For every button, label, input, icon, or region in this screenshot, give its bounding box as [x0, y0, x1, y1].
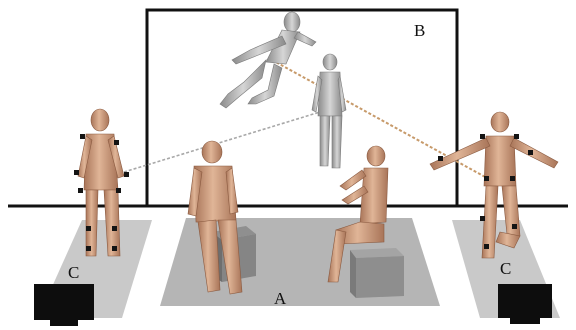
marker-icon [480, 134, 485, 139]
marker-icon [438, 156, 443, 161]
marker-icon [112, 246, 117, 251]
right-tpose-person [430, 112, 558, 258]
standing-avatar-figure [312, 54, 346, 168]
marker-icon [484, 176, 489, 181]
marker-icon [112, 226, 117, 231]
label-c-right: C [500, 259, 511, 278]
marker-icon [512, 224, 517, 229]
right-monitor-icon [498, 284, 552, 324]
marker-icon [484, 244, 489, 249]
left-monitor-icon [34, 284, 94, 326]
link-line-right [272, 60, 498, 184]
marker-icon [124, 172, 129, 177]
marker-icon [86, 246, 91, 251]
label-c-left: C [68, 263, 79, 282]
label-a: A [274, 289, 287, 308]
label-b: B [414, 21, 425, 40]
marker-icon [114, 140, 119, 145]
seat-box-right [350, 248, 404, 298]
marker-icon [116, 188, 121, 193]
flying-avatar-figure [220, 12, 316, 108]
link-line-left [124, 112, 320, 172]
marker-icon [78, 188, 83, 193]
marker-icon [528, 150, 533, 155]
marker-icon [74, 170, 79, 175]
marker-icon [80, 134, 85, 139]
marker-icon [86, 226, 91, 231]
marker-icon [510, 176, 515, 181]
marker-icon [514, 134, 519, 139]
marker-icon [480, 216, 485, 221]
